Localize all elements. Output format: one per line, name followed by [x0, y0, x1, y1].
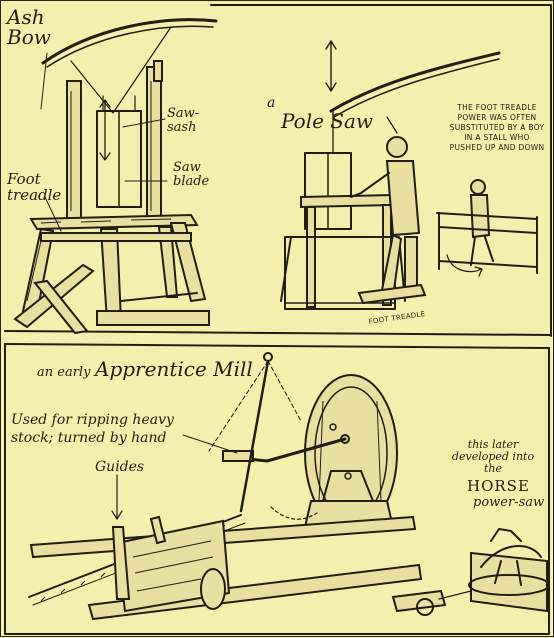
foot-treadle-label: Foot treadle — [7, 170, 62, 204]
ash-bow-title: Ash Bow — [7, 5, 51, 49]
bottom-panel-border — [4, 343, 550, 635]
horse-subtitle: power-saw — [473, 495, 545, 510]
saw-sash-label: Saw-sash — [167, 106, 200, 135]
boy-stall-note: THE FOOT TREADLE POWER WAS OFTEN SUBSTIT… — [449, 103, 545, 152]
pole-saw-title: Pole Saw — [281, 109, 374, 133]
top-panel-border — [4, 4, 552, 337]
label-pointers — [40, 52, 238, 454]
apprentice-mill-drawing — [28, 352, 550, 621]
ash-bow-saw-drawing — [13, 18, 218, 335]
horse-note: this later developed into the — [451, 438, 535, 475]
horse-title: HORSE — [467, 477, 530, 495]
apprentice-mill-title: Apprentice Mill — [95, 357, 253, 381]
pole-saw-title-prefix: a — [267, 95, 276, 111]
apprentice-mill-title-prefix: an early — [37, 365, 91, 380]
pole-saw-drawing — [280, 40, 538, 310]
mill-description: Used for ripping heavy stock; turned by … — [11, 412, 174, 446]
saw-blade-label: Saw blade — [173, 160, 210, 189]
guides-label: Guides — [95, 459, 145, 475]
